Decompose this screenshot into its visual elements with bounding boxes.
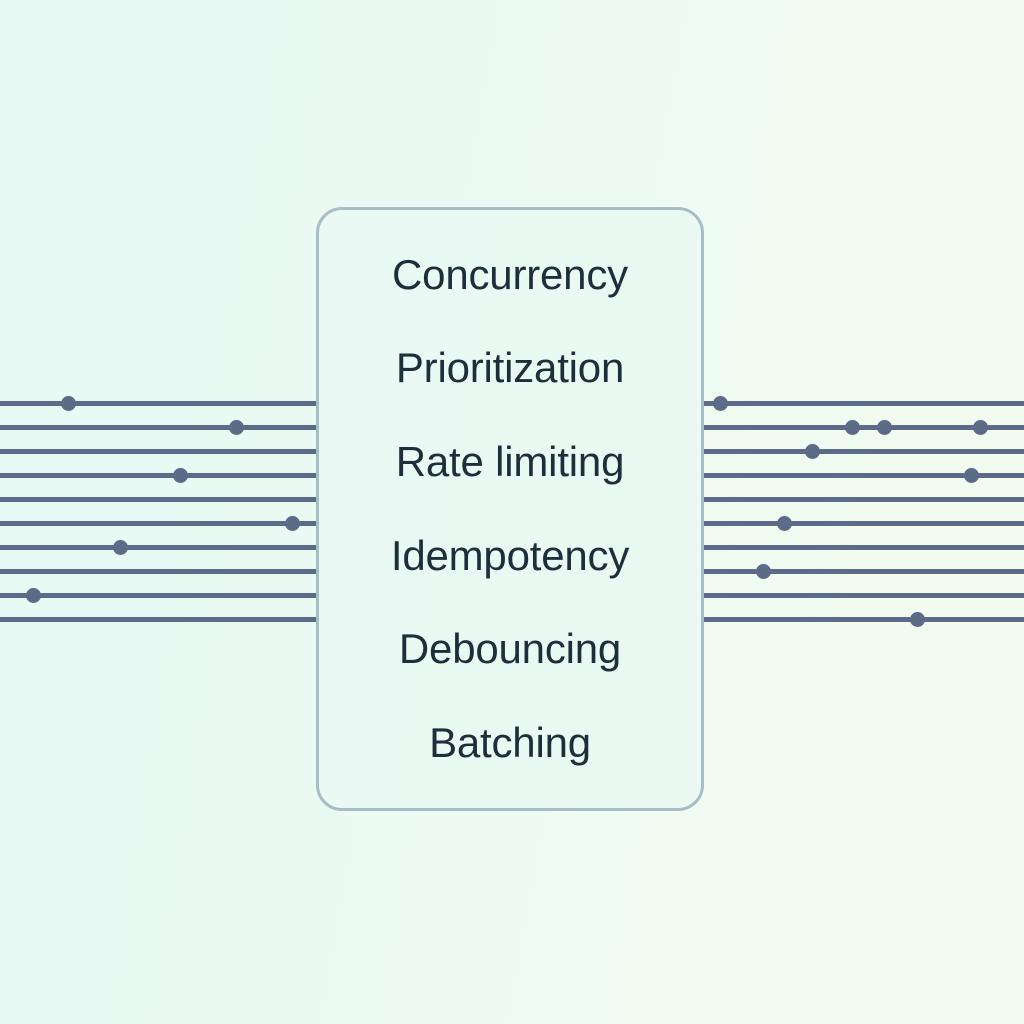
card-label-batching: Batching <box>429 719 591 767</box>
card-label-idempotency: Idempotency <box>390 531 630 579</box>
flow-dot <box>876 419 892 435</box>
flow-line-left <box>0 400 316 406</box>
card-label-rate-limiting: Rate limiting <box>395 438 625 486</box>
flow-line-right <box>704 448 1024 454</box>
flow-dot <box>172 467 188 483</box>
flow-line-left <box>0 424 316 430</box>
flow-line-right <box>704 496 1024 502</box>
flow-line-left <box>0 616 316 622</box>
card-label-debouncing: Debouncing <box>398 625 622 673</box>
flow-line-left <box>0 520 316 526</box>
flow-line-left <box>0 592 316 598</box>
flow-line-left <box>0 544 316 550</box>
card-label-prioritization: Prioritization <box>395 344 625 392</box>
flow-dot <box>909 611 925 627</box>
capability-card: Concurrency Prioritization Rate limiting… <box>316 207 704 811</box>
flow-line-left <box>0 472 316 478</box>
flow-line-right <box>704 616 1024 622</box>
flow-line-left <box>0 568 316 574</box>
flow-line-left <box>0 496 316 502</box>
flow-dot <box>228 419 244 435</box>
flow-line-right <box>704 544 1024 550</box>
flow-line-right <box>704 424 1024 430</box>
flow-dot <box>60 395 76 411</box>
flow-dot <box>804 443 820 459</box>
flow-dot <box>844 419 860 435</box>
card-label-concurrency: Concurrency <box>392 250 628 298</box>
flow-dot <box>25 587 41 603</box>
flow-dot <box>776 515 792 531</box>
flow-dot <box>972 419 988 435</box>
flow-line-left <box>0 448 316 454</box>
flow-line-right <box>704 472 1024 478</box>
flow-line-right <box>704 592 1024 598</box>
flow-dot <box>712 395 728 411</box>
flow-dot <box>755 563 771 579</box>
flow-line-right <box>704 568 1024 574</box>
flow-dot <box>963 467 979 483</box>
flow-line-right <box>704 520 1024 526</box>
flow-dot <box>284 515 300 531</box>
flow-dot <box>112 539 128 555</box>
flow-line-right <box>704 400 1024 406</box>
